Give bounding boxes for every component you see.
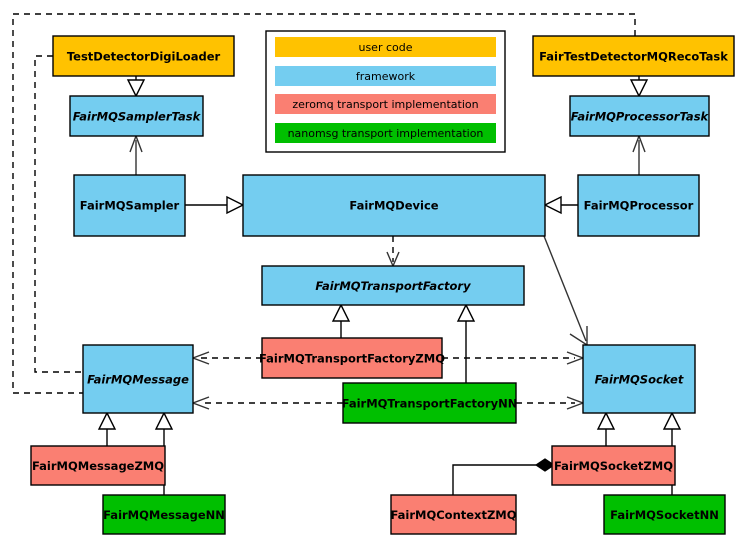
node-fairtestdetectormqrecotask[interactable]: FairTestDetectorMQRecoTask [532,35,735,77]
edge-socketzmq-to-socket-arrowhead [596,411,616,430]
node-box-fairmqmessagezmq[interactable] [30,445,166,486]
node-box-fairmqtransportfactory[interactable] [261,265,525,306]
node-fairmqprocessor[interactable]: FairMQProcessor [577,174,700,237]
edge-recotask-to-message [12,13,636,394]
legend: user code framework zeromq transport imp… [265,30,506,153]
node-box-testdetectordigiloader[interactable] [52,35,235,77]
node-label-fairmqsocketnn: FairMQSocketNN [610,508,719,522]
legend-swatch-zeromq [275,94,496,114]
node-label-fairtestdetectormqrecotask: FairTestDetectorMQRecoTask [539,50,728,64]
legend-label-nanomsg: nanomsg transport implementation [288,127,484,140]
node-fairmqsampler[interactable]: FairMQSampler [73,174,186,237]
node-label-fairmqcontextzmq: FairMQContextZMQ [390,508,516,522]
node-box-fairmqsocketnn[interactable] [603,494,726,535]
node-box-fairmqsampler[interactable] [73,174,186,237]
node-box-fairmqprocessor[interactable] [577,174,700,237]
node-label-testdetectordigiloader: TestDetectorDigiLoader [67,50,221,64]
node-label-fairmqprocessortask: FairMQProcessorTask [571,110,710,124]
legend-swatch-user-code [275,37,496,57]
node-fairmqmessagezmq[interactable]: FairMQMessageZMQ [30,445,166,486]
node-box-fairmqsamplertask[interactable] [69,95,204,137]
node-label-fairmqsampler: FairMQSampler [80,199,180,213]
node-box-fairmqsocketzmq[interactable] [551,445,676,486]
node-label-fairmqtransportfactory: FairMQTransportFactory [315,279,471,293]
node-fairmqcontextzmq[interactable]: FairMQContextZMQ [390,494,517,535]
edge-processor-to-device-arrowhead [543,195,562,215]
node-box-fairtestdetectormqrecotask[interactable] [532,35,735,77]
node-label-fairmqmessagezmq: FairMQMessageZMQ [32,459,164,473]
edge-socketnn-to-socket-arrowhead [662,411,682,430]
node-fairmqsamplertask[interactable]: FairMQSamplerTask [69,95,204,137]
node-testdetectordigiloader[interactable]: TestDetectorDigiLoader [52,35,235,77]
node-label-fairmqtransportfactorynn: FairMQTransportFactoryNN [342,397,518,411]
legend-swatch-nanomsg [275,123,496,143]
node-box-fairmqdevice[interactable] [242,174,546,237]
edge-contextzmq-to-socketzmq [452,464,536,495]
legend-swatch-framework [275,66,496,86]
edge-digiloader-to-samplertask-arrowhead [126,79,146,98]
node-fairmqsocketnn[interactable]: FairMQSocketNN [603,494,726,535]
node-fairmqmessage[interactable]: FairMQMessage [82,344,194,414]
edge-recotask-to-processortask-arrowhead [629,79,649,98]
node-fairmqtransportfactorynn[interactable]: FairMQTransportFactoryNN [342,382,518,424]
edge-messagezmq-to-message-arrowhead [97,411,117,430]
node-label-fairmqsocket: FairMQSocket [595,373,684,387]
node-box-fairmqtransportfactoryzmq[interactable] [261,337,443,379]
edge-messagenn-to-message-arrowhead [154,411,174,430]
edge-factoryzmq-to-factory-arrowhead [331,303,351,322]
node-fairmqtransportfactory[interactable]: FairMQTransportFactory [261,265,525,306]
node-fairmqsocket[interactable]: FairMQSocket [582,344,696,414]
edge-device-to-socket [543,235,587,342]
node-box-fairmqmessagenn[interactable] [102,494,226,535]
node-layer: TestDetectorDigiLoader FairTestDetectorM… [30,35,735,535]
node-box-fairmqsocket[interactable] [582,344,696,414]
node-fairmqdevice[interactable]: FairMQDevice [242,174,546,237]
node-label-fairmqdevice: FairMQDevice [349,199,438,213]
node-fairmqtransportfactoryzmq[interactable]: FairMQTransportFactoryZMQ [259,337,445,379]
node-box-fairmqmessage[interactable] [82,344,194,414]
legend-label-zeromq: zeromq transport implementation [292,98,478,111]
edge-factorynn-to-factory-arrowhead [456,303,476,322]
node-label-fairmqsamplertask: FairMQSamplerTask [73,110,202,124]
node-box-fairmqtransportfactorynn[interactable] [342,382,517,424]
node-label-fairmqtransportfactoryzmq: FairMQTransportFactoryZMQ [259,352,445,366]
node-box-fairmqprocessortask[interactable] [569,95,710,137]
node-label-fairmqprocessor: FairMQProcessor [584,199,694,213]
edge-layer [12,13,682,495]
node-label-fairmqmessage: FairMQMessage [87,373,189,387]
edge-contextzmq-composition-diamond [534,458,556,472]
node-fairmqsocketzmq[interactable]: FairMQSocketZMQ [551,445,676,486]
node-fairmqprocessortask[interactable]: FairMQProcessorTask [569,95,710,137]
legend-label-user-code: user code [358,41,412,54]
node-label-fairmqmessagenn: FairMQMessageNN [103,508,225,522]
legend-label-framework: framework [356,70,416,83]
edge-sampler-to-device-arrowhead [226,195,245,215]
node-box-fairmqcontextzmq[interactable] [390,494,517,535]
node-label-fairmqsocketzmq: FairMQSocketZMQ [554,459,673,473]
node-fairmqmessagenn[interactable]: FairMQMessageNN [102,494,226,535]
